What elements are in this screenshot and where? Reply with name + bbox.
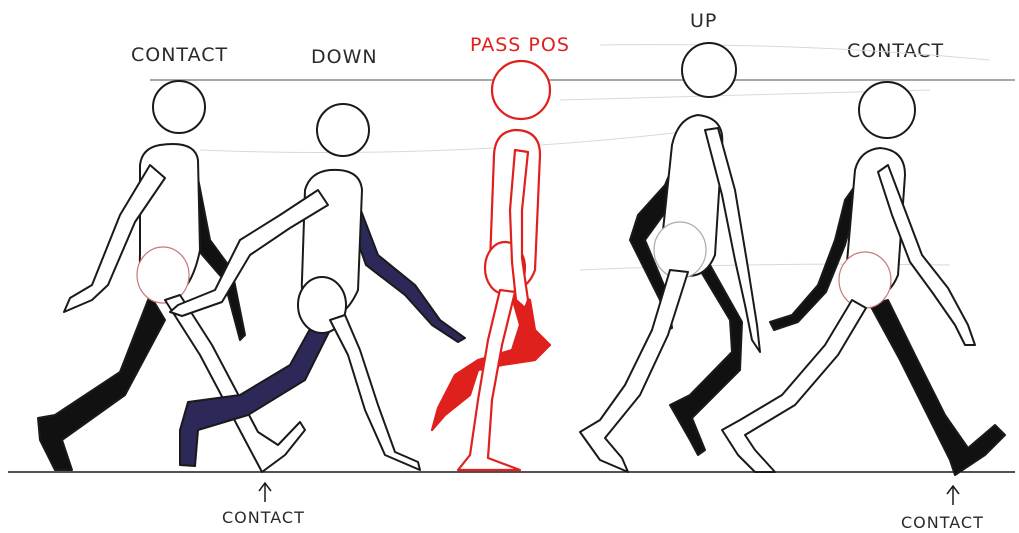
up-arrow-icon [947, 486, 959, 505]
figure-up [580, 43, 760, 472]
figure-contact-2 [722, 82, 1005, 475]
figure-pass-pos [432, 61, 550, 470]
up-arrow-icon [259, 483, 271, 502]
figure-contact-1 [38, 81, 305, 472]
figure-down [170, 104, 465, 470]
